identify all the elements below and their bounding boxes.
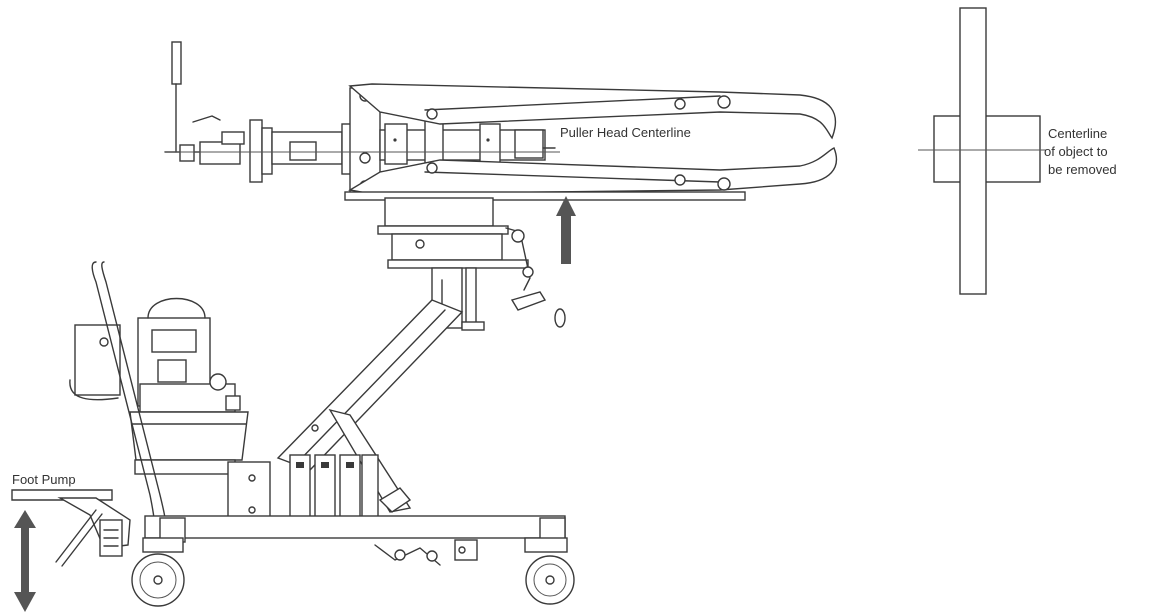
pump-lever-grip bbox=[171, 41, 182, 85]
upper-jaw-arm bbox=[348, 83, 837, 140]
centerline-label-line1: Centerline bbox=[1048, 126, 1107, 141]
valve-body bbox=[199, 141, 241, 165]
foot-pump bbox=[11, 489, 131, 567]
lift-up-arrow bbox=[556, 196, 576, 264]
cylinder-flange bbox=[249, 119, 263, 183]
pump-unit bbox=[69, 297, 271, 518]
foot-pump-label: Foot Pump bbox=[12, 472, 76, 487]
centerline-label-line2: of object to bbox=[1044, 144, 1108, 159]
puller-head-centerline-label: Puller Head Centerline bbox=[560, 125, 691, 140]
centerline-label-line3: be removed bbox=[1048, 162, 1117, 177]
reservoir bbox=[129, 411, 249, 461]
foot-pump-double-arrow bbox=[14, 510, 36, 612]
puller-head bbox=[164, 41, 838, 201]
object-to-be-removed bbox=[918, 7, 1046, 295]
lift-mast bbox=[276, 197, 566, 513]
base-frame bbox=[131, 515, 575, 607]
valve-handle bbox=[192, 115, 221, 123]
